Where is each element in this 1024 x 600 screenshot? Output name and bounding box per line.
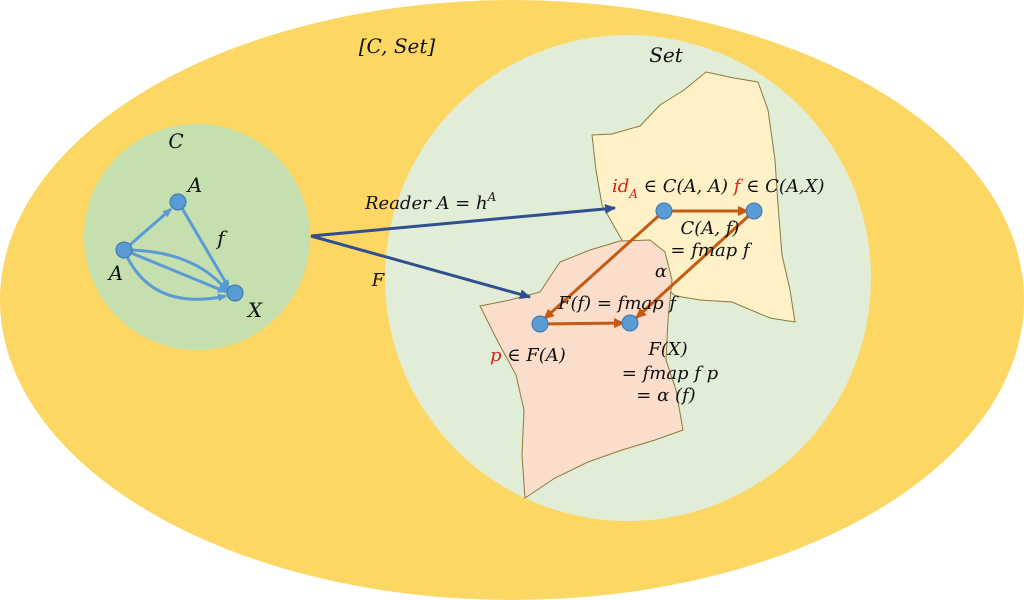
label-a-top: A — [186, 173, 202, 197]
arrow-f-top-a-to-x — [177, 202, 231, 289]
category-c-region — [84, 124, 310, 350]
functor-f-image-blob — [479, 239, 684, 499]
node-fx — [621, 314, 639, 332]
label-fx-line3: = α (f) — [636, 385, 695, 406]
node-id-a — [655, 202, 673, 220]
label-id-membership: idA ∈ C(A, A) f ∈ C(A,X) — [612, 176, 825, 201]
label-x: X — [246, 298, 263, 322]
label-p-membership: p ∈ F(A) — [490, 345, 566, 366]
label-fx-line2: = fmap f p — [622, 363, 719, 384]
arrow-a-to-x-curve-lower — [122, 249, 227, 302]
arrow-alpha-f-to-fx — [634, 209, 756, 320]
arrow-f-of-f — [539, 318, 625, 329]
node-a-left — [115, 241, 133, 259]
label-c-a-f-fmap: = fmap f — [670, 240, 753, 261]
label-functor-f: F — [371, 270, 386, 291]
arrow-a-to-x-straight — [123, 248, 227, 294]
node-x — [226, 284, 244, 302]
label-alpha: α — [655, 261, 667, 282]
arrow-a-to-a — [123, 207, 172, 252]
functor-category-label: [C, Set] — [359, 34, 436, 58]
label-a-left: A — [107, 261, 123, 285]
set-label: Set — [649, 43, 684, 67]
label-c-a-f: C(A, f) — [681, 218, 740, 239]
node-f-element — [745, 202, 763, 220]
arrow-alpha-id-to-p — [542, 209, 666, 321]
label-reader-functor: Reader A = hA — [364, 190, 497, 214]
node-a-top — [169, 193, 187, 211]
label-f-of-f: F(f) = fmap f — [557, 293, 679, 314]
arrow-reader-functor — [310, 203, 616, 238]
label-fx-line1: F(X) — [647, 339, 687, 360]
category-c-label: C — [168, 129, 183, 153]
node-p — [531, 315, 549, 333]
arrow-functor-f — [310, 234, 531, 300]
arrow-a-to-x-curve-upper — [123, 248, 230, 293]
